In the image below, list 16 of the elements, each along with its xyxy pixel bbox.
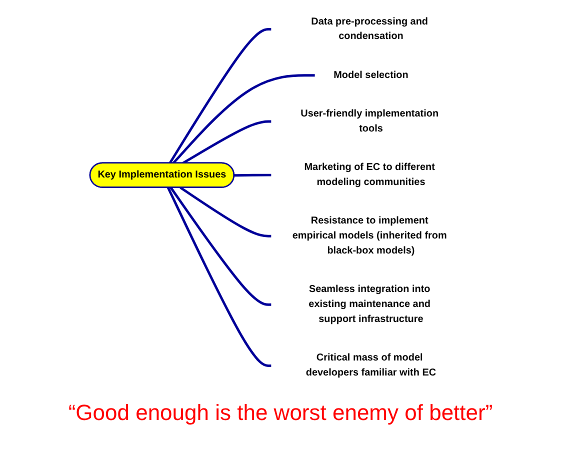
node-text: Seamless integration into existing maintenance and support infrastructure <box>308 284 431 325</box>
caption: “Good enough is the worst enemy of better” <box>67 400 494 426</box>
node-text: Resistance to implement empirical models (inherited from black-box models) <box>292 216 448 256</box>
connector <box>172 74 316 164</box>
node-text: Data pre-processing and condensation <box>311 16 428 42</box>
connector <box>168 28 272 164</box>
node-text: Model selection <box>334 70 409 80</box>
connector <box>182 120 272 164</box>
node-text: User-friendly implementation tools <box>300 108 439 134</box>
mind-map: Key Implementation Issues Data pre-processing and condensation Model selection User-friendly implementation tools Marketing of EC to different modeling communities Resistance to implement empirical models (inherited from black-box models) Seamless integration into existing maintenance and support infrastructure Critical mass of model developers familiar with EC <box>85 0 476 395</box>
connector <box>167 187 272 367</box>
connector <box>234 174 272 177</box>
connector <box>170 186 272 306</box>
node-text: Critical mass of model developers familiar with EC <box>306 352 436 378</box>
connector <box>180 186 272 238</box>
node-text: Marketing of EC to different modeling communities <box>304 162 436 188</box>
